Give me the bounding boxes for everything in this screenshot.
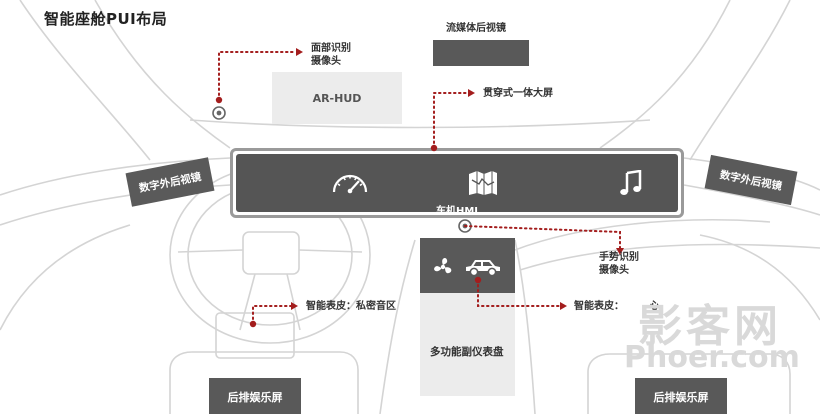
streaming-mirror-box <box>433 40 529 66</box>
map-icon <box>469 171 497 195</box>
watermark-url: Phoer.com <box>624 340 800 375</box>
penetrating-screen-label: 贯穿式一体大屏 <box>483 88 553 99</box>
speedometer-icon <box>332 174 368 194</box>
watermark-logo: 影客网 <box>638 301 782 352</box>
gesture-camera-text: 手势识别 摄像头 <box>599 252 639 276</box>
camera-icon <box>212 106 226 120</box>
rear-screen-left: 后排娱乐屏 <box>209 378 301 414</box>
multi-panel-label: 多功能副仪表盘 <box>430 346 504 358</box>
face-camera-label: 面部识别 摄像头 <box>311 42 351 68</box>
fan-icon <box>434 257 452 274</box>
multi-panel-top <box>420 238 515 293</box>
face-camera-text: 面部识别 摄像头 <box>311 43 351 67</box>
hmi-label: 车机HMI <box>435 206 479 217</box>
smart-skin-label: 智能表皮：········心 <box>574 301 660 312</box>
streaming-mirror-label: 流媒体后视镜 <box>446 23 506 34</box>
smart-skin-tail: 心 <box>649 301 660 312</box>
hmi-screen: 车机HMI <box>230 148 684 218</box>
private-sound-label: 智能表皮：私密音区 <box>306 301 396 312</box>
rear-screen-right: 后排娱乐屏 <box>635 378 727 414</box>
car-icon <box>466 260 500 277</box>
page-title: 智能座舱PUI布局 <box>44 10 168 28</box>
ar-hud-box: AR-HUD <box>272 72 402 124</box>
music-note-icon <box>620 170 642 195</box>
smart-skin-text: 智能表皮： <box>574 301 619 312</box>
gesture-camera-label: 手势识别 摄像头 <box>599 251 639 277</box>
